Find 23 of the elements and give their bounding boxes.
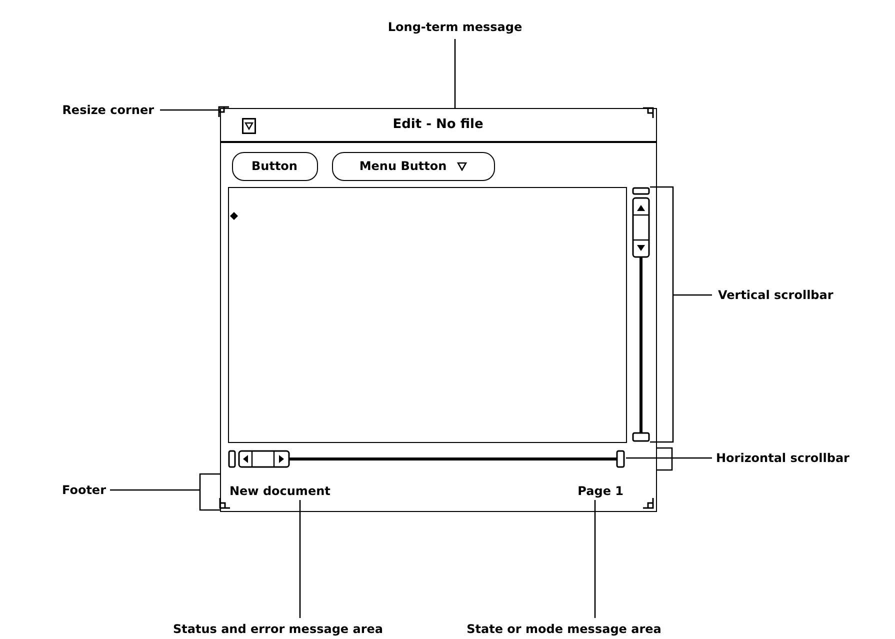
callout-label: Vertical scrollbar [718, 286, 868, 304]
callout-label: Status and error message area [148, 620, 408, 638]
callout-label: Resize corner [46, 101, 154, 119]
leader-line [594, 500, 596, 618]
leader-line [109, 473, 221, 511]
button: Button [232, 152, 318, 180]
leader-line [649, 186, 713, 443]
window-title: Edit - No file [392, 116, 484, 132]
callout-label: State or mode message area [448, 620, 680, 638]
leader-line [454, 39, 456, 108]
vertical-scrollbar [632, 186, 650, 442]
callout-label: Footer [44, 481, 106, 499]
footer-message: Page 1 [556, 482, 624, 500]
leader-line [299, 500, 301, 618]
text-pane [228, 186, 626, 442]
application-window [220, 108, 657, 512]
resize-corner [220, 108, 232, 120]
callout-label: Horizontal scrollbar [716, 449, 888, 467]
horizontal-scrollbar [228, 448, 626, 470]
leader-line [160, 109, 220, 111]
menu-button: Menu Button [332, 152, 494, 180]
leader-line [626, 457, 712, 459]
footer-message: New document [230, 482, 360, 500]
